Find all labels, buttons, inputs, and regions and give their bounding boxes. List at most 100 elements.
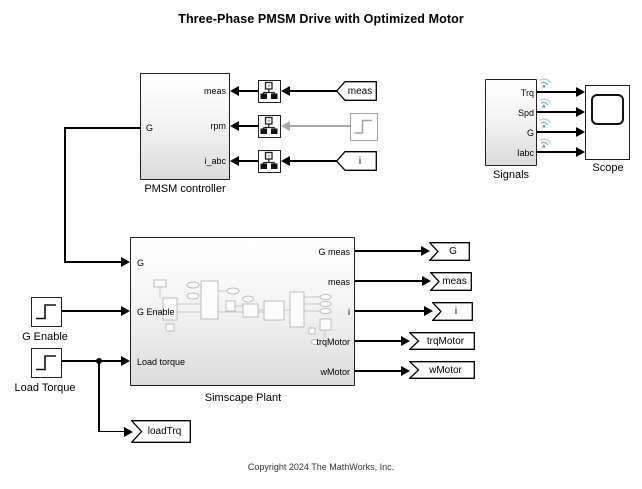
wire-arrowhead [281,86,290,96]
goto-tag-i-label: i [454,306,458,317]
copyright-annotation: Copyright 2024 The MathWorks, Inc. [247,462,395,472]
wire-meas-to-tag[interactable] [355,280,423,282]
goto-tag-wmotor[interactable]: wMotor [408,361,475,379]
wire-arrowhead [576,107,585,117]
wire-step-to-converter-inactive[interactable] [290,125,350,127]
wire-g-enable-to-plant[interactable] [62,310,122,312]
signal-converter-block-i[interactable] [258,150,281,173]
signals-port-g: G [526,128,534,138]
scope-block[interactable] [585,85,630,160]
plant-port-wmotor: wMotor [320,367,350,377]
goto-tag-trqmotor[interactable]: trqMotor [408,332,475,350]
wire-arrowhead [281,156,290,166]
tree-structure-icon [260,116,278,134]
wire-i-to-tag[interactable] [355,310,425,312]
goto-tag-shape [431,302,473,321]
scope-screen-icon [591,94,624,125]
wire-g-to-scope[interactable] [537,131,577,133]
goto-tag-shape [408,332,475,350]
wire-g-feedback-vertical[interactable] [64,127,66,263]
signals-label: Signals [492,169,530,181]
wire-spd-to-scope[interactable] [537,111,577,113]
tree-structure-icon [260,81,278,99]
signal-logging-badge[interactable] [538,96,553,110]
goto-tag-shape [428,242,470,261]
wire-trq-to-scope[interactable] [537,91,577,93]
model-title: Three-Phase PMSM Drive with Optimized Mo… [178,12,464,26]
plant-port-meas: meas [327,277,350,287]
wire-arrowhead [424,306,433,316]
wire-arrowhead-gray [281,121,290,131]
wire-arrowhead [576,147,585,157]
wire-arrowhead [124,426,133,437]
scope-label: Scope [592,162,624,174]
goto-tag-meas-label: meas [442,276,467,287]
wire-converter-to-meas-port[interactable] [239,90,258,92]
wire-arrowhead [230,86,239,96]
wire-trqmotor-to-tag[interactable] [355,340,402,342]
g-enable-step-label: G Enable [22,331,68,343]
wire-g-feedback-top[interactable] [64,127,140,129]
signal-logging-badge[interactable] [538,136,553,150]
pmsm-controller-port-rpm: rpm [210,121,227,131]
from-tag-i-label: i [358,155,362,167]
wire-arrowhead [422,276,431,286]
rpm-step-source-block[interactable] [350,113,378,141]
step-signal-icon [36,304,56,320]
wire-arrowhead [121,257,130,267]
pmsm-controller-label: PMSM controller [144,183,226,195]
wire-i-tag-to-converter[interactable] [290,160,337,162]
goto-tag-trqmotor-label: trqMotor [426,335,465,347]
simscape-plant-block[interactable]: G G Enable Load torque G meas meas i trq… [130,237,355,386]
wire-wmotor-to-tag[interactable] [355,370,402,372]
wire-converter-to-iabc-port[interactable] [239,160,258,162]
wire-g-feedback-bottom[interactable] [64,261,122,263]
wire-arrowhead [230,121,239,131]
goto-tag-wmotor-label: wMotor [429,364,462,376]
step-signal-icon [36,355,56,371]
signals-port-trq: Trq [520,88,534,98]
wire-arrowhead [230,156,239,166]
wire-load-torque-branch-vertical[interactable] [98,361,100,432]
pmsm-controller-port-iabc: i_abc [204,156,226,166]
plant-port-g-meas: G meas [318,247,350,257]
wire-arrowhead [576,87,585,97]
g-enable-step-block[interactable] [31,297,62,327]
wire-meas-tag-to-converter[interactable] [290,90,337,92]
wire-arrowhead [121,306,130,316]
wire-arrowhead [401,366,410,376]
simscape-plant-label: Simscape Plant [204,392,282,404]
pmsm-controller-port-g: G [146,123,154,133]
wire-arrowhead [576,127,585,137]
plant-port-g-enable: G Enable [137,307,175,317]
from-tag-meas[interactable]: meas [335,81,377,101]
goto-tag-g[interactable]: G [428,242,470,261]
wire-converter-to-rpm-port[interactable] [239,125,258,127]
goto-tag-i[interactable]: i [431,302,473,321]
step-signal-icon [354,119,372,134]
signals-block[interactable]: Trq Spd G Iabc [485,79,537,166]
wire-load-torque-to-loadtrq-tag[interactable] [98,430,126,433]
goto-tag-shape [130,420,191,443]
wire-load-torque-to-plant[interactable] [62,360,122,362]
from-tag-i[interactable]: i [335,151,377,171]
signals-port-iabc: Iabc [516,148,534,158]
signal-converter-block-meas[interactable] [258,80,281,103]
load-torque-step-block[interactable] [31,348,62,378]
pmsm-controller-block[interactable]: G meas rpm i_abc [140,73,230,180]
goto-tag-shape [429,272,472,291]
signal-logging-badge[interactable] [538,76,553,90]
signal-logging-badge[interactable] [538,116,553,130]
signal-converter-block-rpm[interactable] [258,115,281,138]
goto-tag-meas[interactable]: meas [429,272,472,291]
from-tag-meas-label: meas [347,85,373,97]
wire-gmeas-to-tag[interactable] [355,250,422,252]
tree-structure-icon [260,151,278,169]
wire-iabc-to-scope[interactable] [537,151,577,153]
goto-tag-shape [408,361,475,379]
plant-port-i: i [348,307,350,317]
goto-tag-loadtrq[interactable]: loadTrq [130,420,191,443]
signals-port-spd: Spd [517,108,534,118]
pmsm-controller-port-meas: meas [203,86,226,96]
